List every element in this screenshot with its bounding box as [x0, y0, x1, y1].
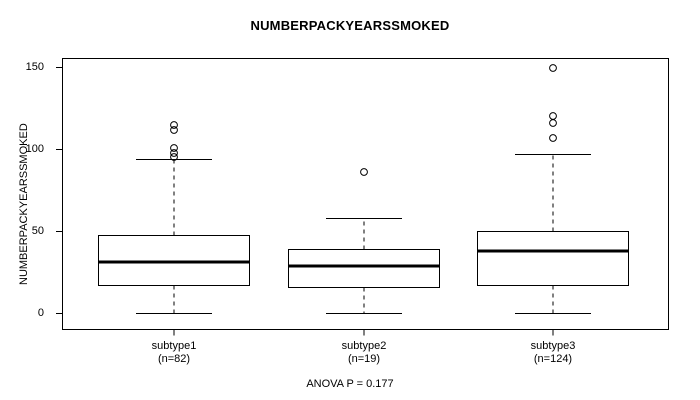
outlier-point [549, 119, 557, 127]
outlier-point [549, 64, 557, 72]
anova-annotation: ANOVA P = 0.177 [306, 378, 394, 390]
boxplot-subtype1 [98, 121, 250, 314]
outlier-point [170, 144, 178, 152]
box-body-subtype3 [477, 231, 629, 286]
x-tick-label-subtype3: subtype3 (n=124) [483, 340, 623, 366]
outlier-point [170, 126, 178, 134]
x-tick-label-subtype3-name: subtype3 [530, 340, 576, 352]
outlier-point [360, 168, 368, 176]
plot-frame [62, 58, 669, 330]
x-tick-label-subtype2-count: (n=19) [347, 353, 381, 365]
outlier-point [170, 153, 178, 161]
outlier-point [170, 149, 178, 157]
x-tick-label-subtype2-name: subtype2 [341, 340, 387, 352]
x-tick-label-subtype2: subtype2 (n=19) [294, 340, 434, 366]
outlier-point [549, 112, 557, 120]
axes-layer [56, 58, 669, 336]
x-tick-label-subtype1-count: (n=82) [157, 353, 191, 365]
y-tick-label-0: 0 [37, 307, 44, 319]
y-tick-label-150: 150 [25, 61, 44, 73]
y-tick-label-100: 100 [25, 143, 44, 155]
boxplot-subtype3 [477, 64, 629, 314]
outlier-point [170, 121, 178, 129]
x-tick-label-subtype1-name: subtype1 [151, 340, 197, 352]
x-tick-label-subtype3-count: (n=124) [533, 353, 573, 365]
page-title: NUMBERPACKYEARSSMOKED [250, 18, 450, 33]
outlier-point [549, 134, 557, 142]
x-tick-label-subtype1: subtype1 (n=82) [104, 340, 244, 366]
box-body-subtype2 [288, 249, 440, 288]
boxplot-subtype2 [288, 168, 440, 314]
y-tick-label-50: 50 [31, 225, 44, 237]
